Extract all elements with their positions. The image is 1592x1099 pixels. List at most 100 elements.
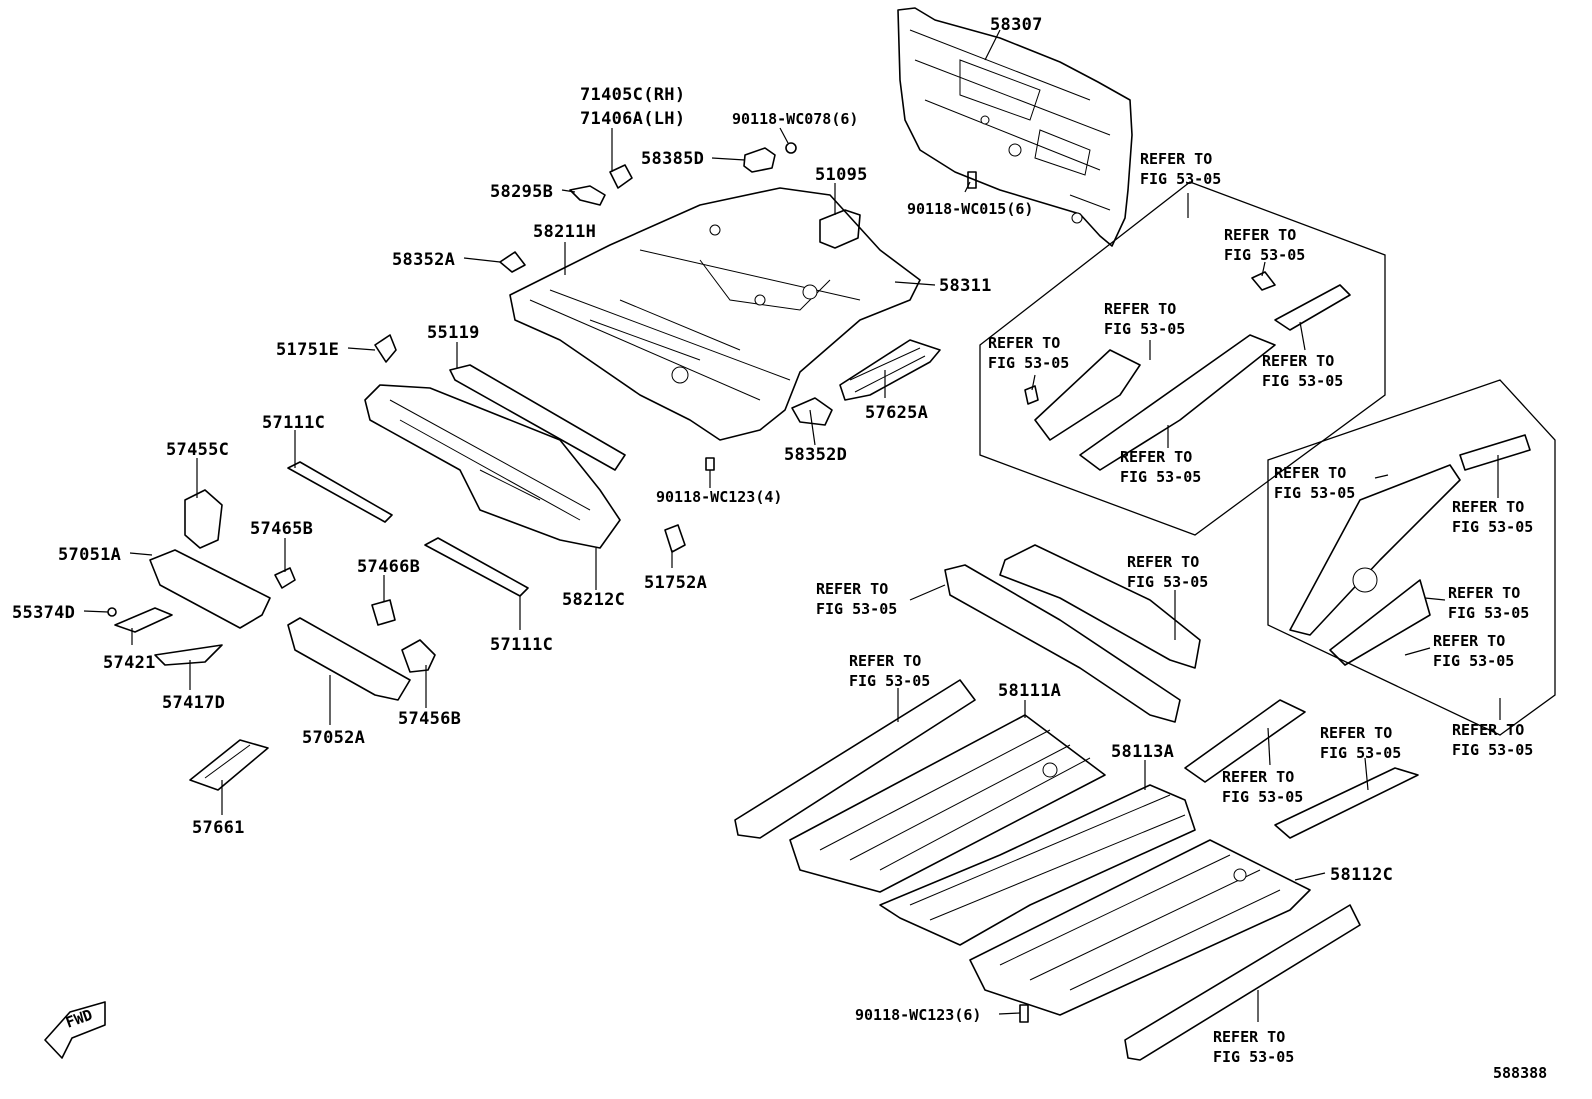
svg-text:REFER TO: REFER TO [1127,553,1199,571]
svg-text:FIG 53-05: FIG 53-05 [1262,372,1343,390]
part-57052a-member [287,617,411,701]
label-57421: 57421 [103,653,156,673]
part-58212c-crossmember [364,384,621,549]
label-57111c-upper: 57111C [262,413,325,433]
part-57111c-rail-upper [287,461,393,523]
refer-label-7: REFER TO FIG 53-05 [1274,464,1355,502]
label-57051a: 57051A [58,545,121,565]
svg-text:FIG 53-05: FIG 53-05 [1127,573,1208,591]
part-58112c-front-floor [969,839,1311,1016]
fwd-label: FWD [63,1006,95,1032]
svg-text:FIG 53-05: FIG 53-05 [1448,604,1529,622]
part-51095-plate [819,209,861,249]
label-51752a: 51752A [644,573,707,593]
svg-text:REFER TO: REFER TO [849,652,921,670]
svg-text:REFER TO: REFER TO [1320,724,1392,742]
label-57052a: 57052A [302,728,365,748]
refer-label-8: REFER TO FIG 53-05 [1452,498,1533,536]
refer-label-15: REFER TO FIG 53-05 [1320,724,1401,762]
label-71405c: 71405C(RH) [580,85,685,105]
refer-label-3: REFER TO FIG 53-05 [1104,300,1185,338]
part-90118-wc123-6-bolt [1019,1004,1029,1023]
part-58385d-bracket [743,147,776,173]
label-58211h: 58211H [533,222,596,242]
part-57661-bracket [189,739,269,791]
label-58113a: 58113A [1111,742,1174,762]
svg-text:REFER TO: REFER TO [1224,226,1296,244]
label-58112c: 58112C [1330,865,1393,885]
part-58352d-bracket [791,397,833,426]
svg-text:FIG 53-05: FIG 53-05 [1452,518,1533,536]
svg-text:REFER TO: REFER TO [1433,632,1505,650]
part-labels: 58307 71405C(RH) 71406A(LH) 90118-WC078(… [12,15,1547,1082]
svg-text:FIG 53-05: FIG 53-05 [1224,246,1305,264]
refer-label-12: REFER TO FIG 53-05 [1433,632,1514,670]
label-90118-wc015: 90118-WC015(6) [907,200,1033,218]
label-58295b: 58295B [490,182,553,202]
refer-label-17: REFER TO FIG 53-05 [1213,1028,1294,1066]
svg-text:FIG 53-05: FIG 53-05 [816,600,897,618]
svg-text:FIG 53-05: FIG 53-05 [1120,468,1201,486]
part-71405c-clip [609,164,633,189]
label-57625a: 57625A [865,403,928,423]
refer-group-box-upper [979,181,1386,536]
svg-text:REFER TO: REFER TO [1104,300,1176,318]
part-57417d-plate [154,644,223,666]
refer-label-13: REFER TO FIG 53-05 [849,652,930,690]
svg-text:FIG 53-05: FIG 53-05 [1433,652,1514,670]
svg-text:REFER TO: REFER TO [1452,498,1524,516]
part-58113a-tunnel [879,784,1196,946]
svg-text:REFER TO: REFER TO [1448,584,1520,602]
part-90118-wc123-4-bolt [705,457,715,471]
label-57456b: 57456B [398,709,461,729]
label-57465b: 57465B [250,519,313,539]
label-55119: 55119 [427,323,480,343]
label-71406a: 71406A(LH) [580,109,685,129]
refer-label-1: REFER TO FIG 53-05 [1140,150,1221,188]
svg-text:FIG 53-05: FIG 53-05 [1222,788,1303,806]
svg-text:REFER TO: REFER TO [988,334,1060,352]
svg-text:REFER TO: REFER TO [1262,352,1334,370]
part-58113a-reinforcement [1184,699,1306,783]
part-58111a-front-floor [789,714,1106,893]
refer-label-16: REFER TO FIG 53-05 [1222,768,1303,806]
part-55374d-plug [107,607,117,617]
part-57466b-bracket [371,599,396,626]
part-58352a-bracket [499,251,526,273]
svg-text:REFER TO: REFER TO [1120,448,1192,466]
label-57455c: 57455C [166,440,229,460]
refer-label-10: REFER TO FIG 53-05 [816,580,897,618]
diagram-code: 588388 [1493,1064,1547,1082]
fwd-arrow-icon: FWD [44,1001,106,1059]
refer-label-6: REFER TO FIG 53-05 [1120,448,1201,486]
refer-label-9: REFER TO FIG 53-05 [1127,553,1208,591]
svg-text:FIG 53-05: FIG 53-05 [1140,170,1221,188]
part-55119-panel [449,364,626,471]
svg-text:FIG 53-05: FIG 53-05 [1274,484,1355,502]
svg-text:REFER TO: REFER TO [816,580,888,598]
leader-lines [83,29,1501,1022]
svg-text:FIG 53-05: FIG 53-05 [988,354,1069,372]
label-90118-wc123-6: 90118-WC123(6) [855,1006,981,1024]
part-51752a-bracket [664,524,686,553]
part-right-rail [1274,767,1419,839]
svg-text:REFER TO: REFER TO [1452,721,1524,739]
label-57466b: 57466B [357,557,420,577]
part-57625a-member [839,339,941,401]
part-90118-wc015-bolt [967,171,977,189]
part-side-member-left [944,564,1181,723]
part-rocker-left [734,679,976,839]
part-90118-wc078-bolt [785,142,797,154]
label-90118-wc123-4: 90118-WC123(4) [656,488,782,506]
svg-text:REFER TO: REFER TO [1213,1028,1285,1046]
part-rocker-right [1124,904,1361,1061]
refer-label-2: REFER TO FIG 53-05 [1224,226,1305,264]
part-51751e-bracket [374,334,397,363]
label-58111a: 58111A [998,681,1061,701]
svg-text:FIG 53-05: FIG 53-05 [1452,741,1533,759]
part-58211h-rear-floor [509,187,921,441]
label-58352d: 58352D [784,445,847,465]
refer-label-14: REFER TO FIG 53-05 [1452,721,1533,759]
refer-labels: REFER TO FIG 53-05 REFER TO FIG 53-05 RE… [816,150,1533,1066]
part-58307-rear-panel [897,7,1133,247]
